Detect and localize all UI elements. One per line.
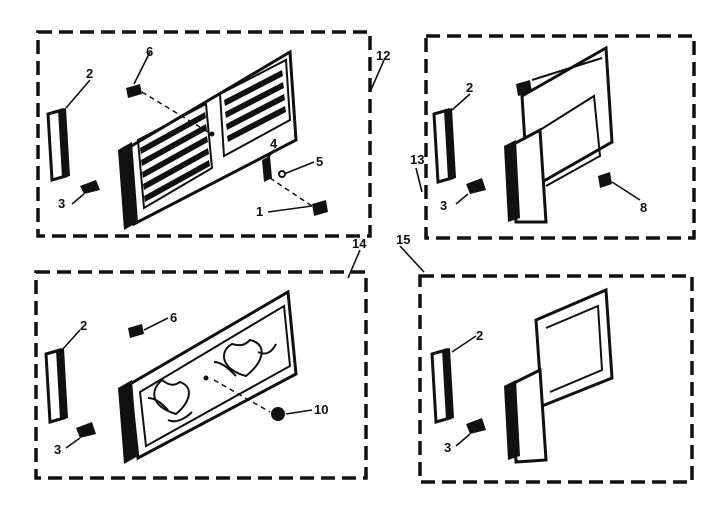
screw-top [516, 80, 532, 96]
callout-2-kit14: 2 [80, 318, 87, 333]
callout-8: 8 [640, 200, 647, 215]
heart-scroll-left [147, 378, 193, 423]
callout-2-kit13: 2 [466, 80, 473, 95]
decorative-panel [118, 289, 298, 464]
callout-3-kit13: 3 [440, 198, 447, 213]
callout-3-kit15: 3 [444, 440, 451, 455]
callout-4: 4 [270, 136, 278, 151]
kit-14 [34, 249, 368, 480]
trim-strip-2 [432, 108, 456, 184]
trim-strip-2 [46, 108, 70, 182]
callout-3-kit12: 3 [58, 196, 65, 211]
callout-5: 5 [316, 154, 323, 169]
callout-14: 14 [352, 236, 367, 251]
callout-15: 15 [396, 232, 410, 247]
trim-strip-2 [44, 348, 68, 424]
kit-15-boundary [418, 274, 694, 484]
screw-6 [128, 324, 144, 338]
grille-louvers-right [218, 58, 292, 158]
callout-3-kit14: 3 [54, 442, 61, 457]
grille-panel [118, 49, 298, 230]
grille-louvers-left [136, 102, 214, 210]
callout-1: 1 [256, 204, 263, 219]
trim-strip-2 [430, 348, 454, 424]
callout-2-kit15: 2 [476, 328, 483, 343]
screw-3 [80, 180, 100, 194]
kit-15 [399, 245, 694, 484]
kit-14-boundary [34, 270, 368, 480]
frame-panel [504, 287, 614, 464]
clip-4 [262, 156, 272, 182]
screw-3 [76, 422, 96, 438]
heart-scroll-right [213, 338, 277, 378]
callout-10: 10 [314, 402, 328, 417]
kit-13 [415, 34, 696, 240]
callout-12: 12 [376, 48, 390, 63]
screw-6 [126, 84, 209, 133]
screw-8 [598, 172, 641, 201]
kit-13-boundary [424, 34, 696, 240]
kit-12 [36, 30, 385, 238]
knob-10 [213, 379, 285, 421]
callout-13: 13 [410, 152, 424, 167]
callout-6-kit12: 6 [146, 44, 153, 59]
frame-panel [504, 45, 614, 224]
callout-6-kit14: 6 [170, 310, 177, 325]
screw-1 [269, 177, 328, 216]
screw-3 [466, 418, 486, 434]
screw-3 [466, 178, 486, 194]
callout-2-kit12: 2 [86, 66, 93, 81]
kit-12-boundary [36, 30, 372, 238]
